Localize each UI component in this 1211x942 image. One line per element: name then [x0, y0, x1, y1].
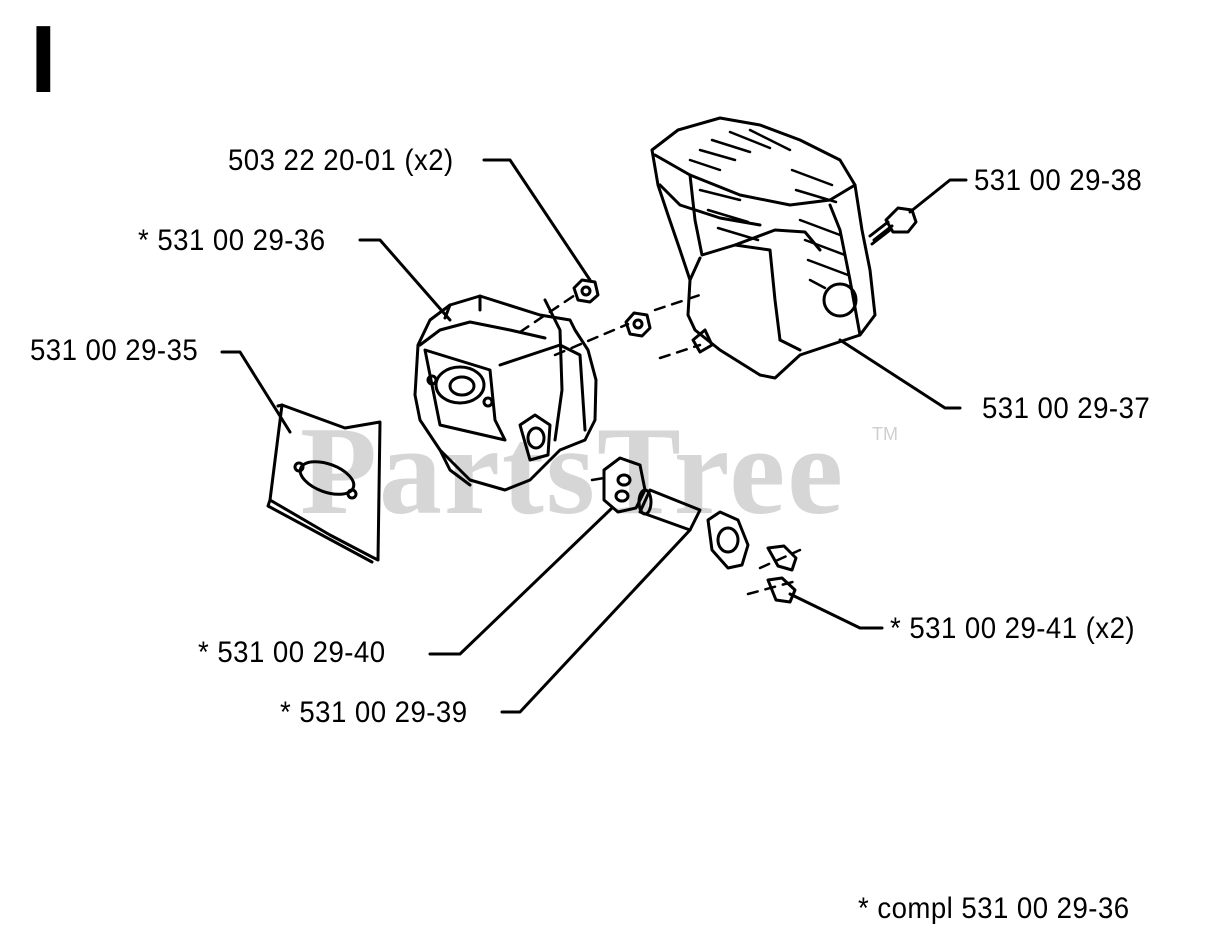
footnote: * compl 531 00 29-36 [858, 892, 1130, 925]
heat-shield-cover [650, 116, 877, 380]
callout-503-22-20-01: 503 22 20-01 (x2) [228, 144, 454, 177]
callout-531-00-29-41: * 531 00 29-41 (x2) [890, 612, 1136, 645]
callout-531-00-29-40: * 531 00 29-40 [198, 636, 386, 669]
callout-531-00-29-38: 531 00 29-38 [974, 164, 1143, 197]
section-letter: I [30, 6, 57, 113]
leader-lines [220, 158, 968, 714]
watermark-text: PartsTree [300, 402, 846, 541]
callout-531-00-29-36: * 531 00 29-36 [138, 224, 326, 257]
gasket-plate [266, 403, 382, 564]
callout-531-00-29-37: 531 00 29-37 [982, 392, 1151, 425]
assembly-lines [518, 291, 802, 596]
outlet-flange [706, 510, 750, 570]
callout-531-00-29-39: * 531 00 29-39 [280, 696, 468, 729]
callout-531-00-29-35: 531 00 29-35 [30, 334, 199, 367]
nut-pair [572, 278, 652, 338]
watermark-trademark: TM [872, 424, 898, 444]
arrestor-screen [637, 488, 702, 532]
muffler-body [413, 294, 598, 492]
screw-cover [868, 206, 918, 246]
